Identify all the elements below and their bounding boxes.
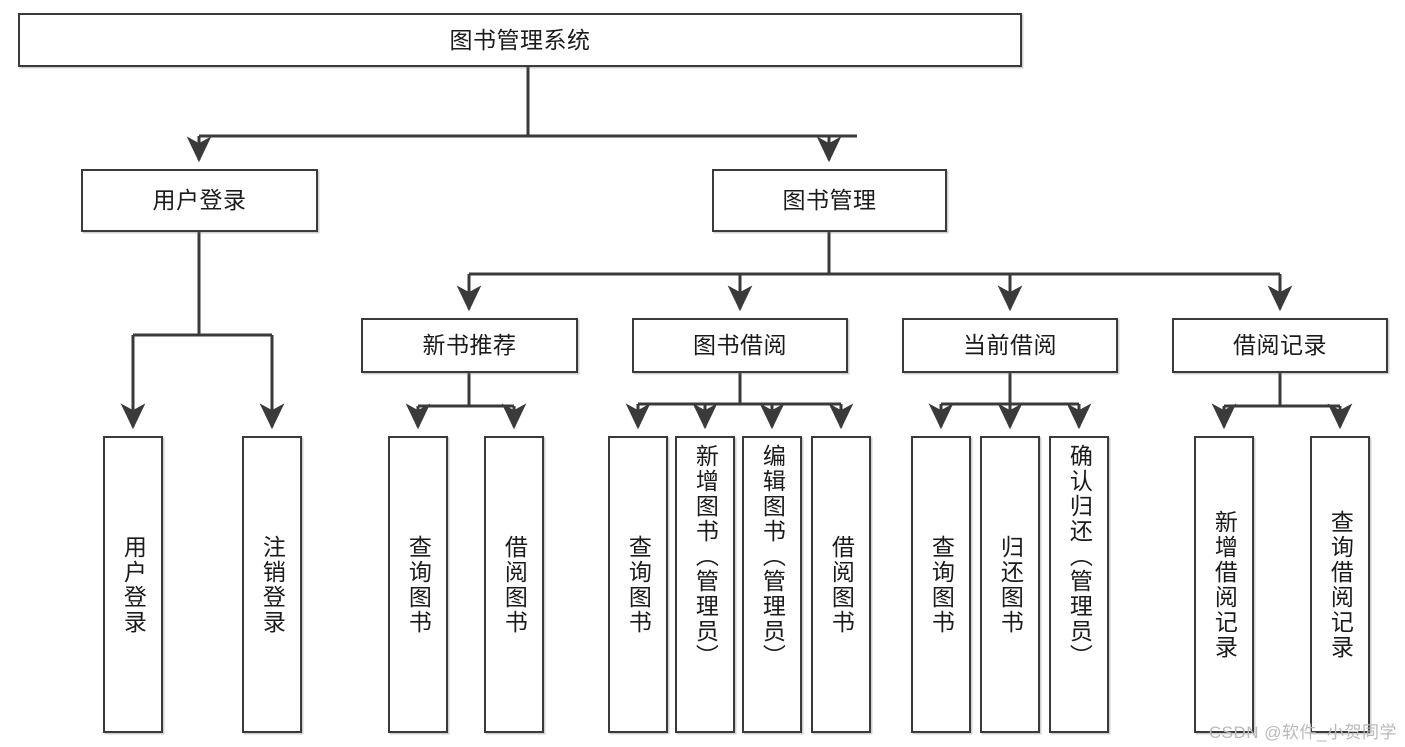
node-user-login[interactable]: 用户登录 (81, 169, 318, 232)
node-new-book-recommendation[interactable]: 新书推荐 (361, 318, 578, 373)
node-label: 查询图书 (405, 534, 432, 635)
node-label: 图书管理 (782, 187, 877, 214)
node-label: 确认归还（管理员） (1066, 444, 1093, 669)
node-current-borrowing[interactable]: 当前借阅 (902, 318, 1118, 373)
node-label: 查询图书 (928, 534, 955, 635)
leaf-user-login[interactable]: 用户登录 (103, 436, 163, 733)
leaf-edit-book-admin[interactable]: 编辑图书（管理员） (742, 436, 802, 733)
node-book-borrowing[interactable]: 图书借阅 (632, 318, 848, 373)
leaf-borrow-book-recommendation[interactable]: 借阅图书 (484, 436, 544, 733)
node-root-book-management-system[interactable]: 图书管理系统 (18, 13, 1022, 67)
node-label: 图书借阅 (693, 332, 787, 359)
node-label: 用户登录 (120, 534, 147, 635)
node-label: 查询图书 (625, 534, 652, 635)
node-label: 注销登录 (259, 534, 286, 635)
node-label: 编辑图书（管理员） (759, 444, 786, 669)
leaf-query-book-borrowing[interactable]: 查询图书 (608, 436, 668, 733)
node-label: 图书管理系统 (449, 26, 591, 53)
node-borrowing-record[interactable]: 借阅记录 (1172, 318, 1388, 373)
node-label: 查询借阅记录 (1327, 509, 1354, 660)
leaf-logout[interactable]: 注销登录 (242, 436, 302, 733)
leaf-query-borrow-record[interactable]: 查询借阅记录 (1310, 436, 1370, 733)
leaf-add-borrow-record[interactable]: 新增借阅记录 (1194, 436, 1254, 733)
node-label: 借阅图书 (501, 534, 528, 635)
node-label: 归还图书 (997, 534, 1024, 635)
watermark: CSDN @软件_小贺同学 (1208, 723, 1397, 742)
node-book-management[interactable]: 图书管理 (712, 169, 947, 232)
node-label: 新增图书（管理员） (692, 444, 719, 669)
node-label: 新增借阅记录 (1211, 509, 1238, 660)
node-label: 当前借阅 (963, 332, 1057, 359)
leaf-borrow-book[interactable]: 借阅图书 (811, 436, 871, 733)
leaf-query-book-recommendation[interactable]: 查询图书 (388, 436, 448, 733)
leaf-add-book-admin[interactable]: 新增图书（管理员） (675, 436, 735, 733)
node-label: 借阅记录 (1233, 332, 1327, 359)
leaf-query-book-current[interactable]: 查询图书 (911, 436, 971, 733)
leaf-return-book[interactable]: 归还图书 (980, 436, 1040, 733)
node-label: 新书推荐 (422, 332, 517, 359)
leaf-confirm-return-admin[interactable]: 确认归还（管理员） (1049, 436, 1109, 733)
node-label: 借阅图书 (828, 534, 855, 635)
node-label: 用户登录 (152, 187, 247, 214)
